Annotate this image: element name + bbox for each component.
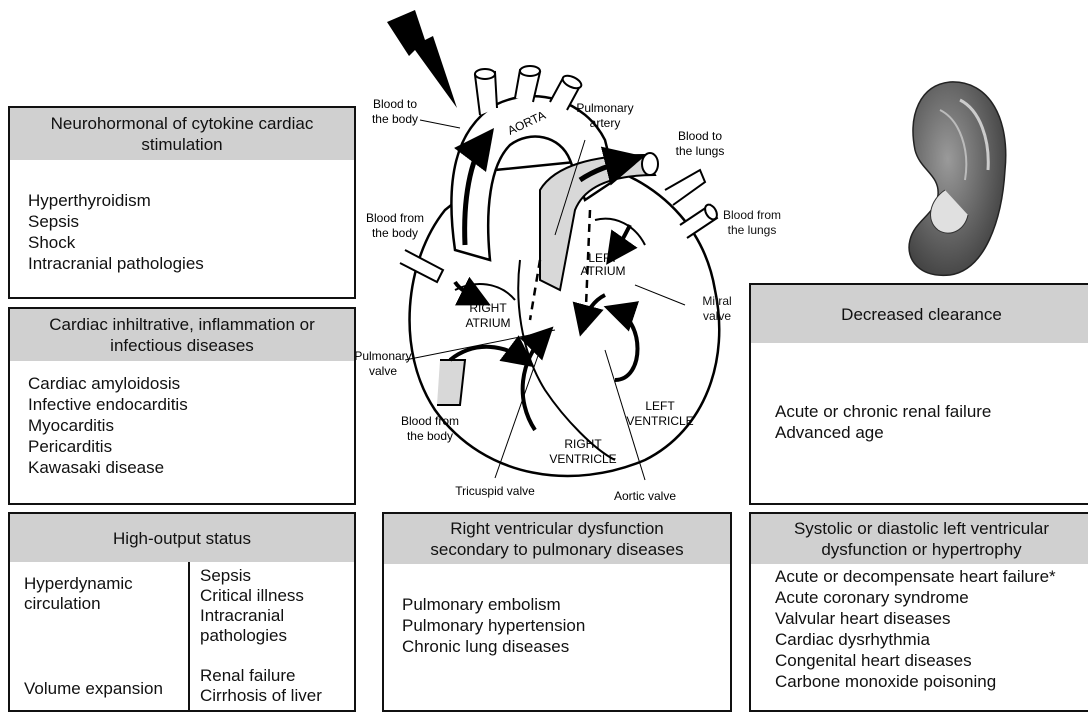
box-high-output: High-output status Hyperdynamic circulat… xyxy=(8,512,356,712)
list-item: Kawasaki disease xyxy=(28,457,336,478)
svg-text:the body: the body xyxy=(372,226,418,240)
box-infiltrative-list: Cardiac amyloidosis Infective endocardit… xyxy=(10,361,354,490)
label-blood-from-body: Blood from xyxy=(366,211,424,225)
label-tricuspid-valve: Tricuspid valve xyxy=(455,484,535,498)
list-item: Infective endocarditis xyxy=(28,394,336,415)
box-right-ventricular-list: Pulmonary embolism Pulmonary hypertensio… xyxy=(384,564,730,669)
svg-text:VENTRICLE: VENTRICLE xyxy=(549,452,616,466)
box-infiltrative-title: Cardiac inhiltrative, inflammation or in… xyxy=(10,309,354,361)
box-decreased-clearance-list: Acute or chronic renal failure Advanced … xyxy=(751,343,1088,455)
svg-text:ATRIUM: ATRIUM xyxy=(465,316,510,330)
svg-text:valve: valve xyxy=(369,364,397,378)
label-right-ventricle: RIGHT xyxy=(564,437,602,451)
label-aortic-valve: Aortic valve xyxy=(614,489,676,503)
list-item: Intracranial pathologies xyxy=(200,606,330,646)
label-left-ventricle: LEFT xyxy=(645,399,675,413)
list-item: Advanced age xyxy=(775,422,1074,443)
list-item: Congenital heart diseases xyxy=(775,650,1082,671)
high-output-items: Sepsis Critical illness Intracranial pat… xyxy=(190,562,354,710)
list-item: Critical illness xyxy=(200,586,330,606)
box-left-ventricular: Systolic or diastolic left ventricular d… xyxy=(749,512,1088,712)
list-item: Shock xyxy=(28,232,336,253)
svg-text:VENTRICLE: VENTRICLE xyxy=(626,414,693,428)
list-item: Carbone monoxide poisoning xyxy=(775,671,1082,692)
category-volume-expansion: Volume expansion xyxy=(24,679,163,699)
list-item: Chronic lung diseases xyxy=(402,636,712,657)
box-decreased-clearance-title: Decreased clearance xyxy=(751,285,1088,343)
list-item: Cardiac amyloidosis xyxy=(28,373,336,394)
box-right-ventricular: Right ventricular dysfunction secondary … xyxy=(382,512,732,712)
label-blood-from-body-lower: Blood from xyxy=(401,414,459,428)
box-left-ventricular-list: Acute or decompensate heart failure* Acu… xyxy=(751,564,1088,692)
list-item: Pulmonary hypertension xyxy=(402,615,712,636)
box-left-ventricular-title: Systolic or diastolic left ventricular d… xyxy=(751,514,1088,564)
box-neurohormonal: Neurohormonal of cytokine cardiac stimul… xyxy=(8,106,356,299)
high-output-categories: Hyperdynamic circulation Volume expansio… xyxy=(10,562,190,710)
box-infiltrative: Cardiac inhiltrative, inflammation or in… xyxy=(8,307,356,505)
label-blood-to-lungs: Blood to xyxy=(678,129,722,143)
list-item: Acute or chronic renal failure xyxy=(775,401,1074,422)
svg-text:the body: the body xyxy=(407,429,453,443)
svg-text:artery: artery xyxy=(590,116,621,130)
list-item: Hyperthyroidism xyxy=(28,190,336,211)
kidney-illustration xyxy=(890,80,1010,280)
box-decreased-clearance: Decreased clearance Acute or chronic ren… xyxy=(749,283,1088,505)
list-item: Renal failure xyxy=(200,666,322,686)
label-blood-from-lungs: Blood from the lungs xyxy=(712,208,792,238)
list-item: Acute coronary syndrome xyxy=(775,587,1082,608)
list-item: Sepsis xyxy=(200,566,330,586)
label-blood-to-body: Blood to xyxy=(373,97,417,111)
list-item: Myocarditis xyxy=(28,415,336,436)
list-item: Intracranial pathologies xyxy=(28,253,336,274)
list-item: Cardiac dysrhythmia xyxy=(775,629,1082,650)
high-output-table: Hyperdynamic circulation Volume expansio… xyxy=(10,562,354,710)
list-item: Pulmonary embolism xyxy=(402,594,712,615)
list-item: Cirrhosis of liver xyxy=(200,686,322,706)
box-high-output-title: High-output status xyxy=(10,514,354,562)
label-pulmonary-valve: Pulmonary xyxy=(354,349,411,363)
heart-illustration: Blood to the body AORTA Pulmonary artery… xyxy=(345,60,765,510)
category-hyperdynamic: Hyperdynamic circulation xyxy=(24,574,174,614)
label-right-atrium: RIGHT xyxy=(469,301,507,315)
box-neurohormonal-title: Neurohormonal of cytokine cardiac stimul… xyxy=(10,108,354,160)
box-neurohormonal-list: Hyperthyroidism Sepsis Shock Intracrania… xyxy=(10,160,354,286)
svg-text:ATRIUM: ATRIUM xyxy=(580,264,625,278)
label-left-atrium: LEFT xyxy=(588,251,618,265)
label-pulmonary-artery: Pulmonary xyxy=(576,101,633,115)
list-item: Sepsis xyxy=(28,211,336,232)
list-item: Pericarditis xyxy=(28,436,336,457)
svg-text:the body: the body xyxy=(372,112,418,126)
list-item: Acute or decompensate heart failure* xyxy=(775,566,1082,587)
list-item: Valvular heart diseases xyxy=(775,608,1082,629)
box-right-ventricular-title: Right ventricular dysfunction secondary … xyxy=(384,514,730,564)
svg-text:the lungs: the lungs xyxy=(676,144,725,158)
label-mitral-valve: Mitral valve xyxy=(692,294,742,324)
